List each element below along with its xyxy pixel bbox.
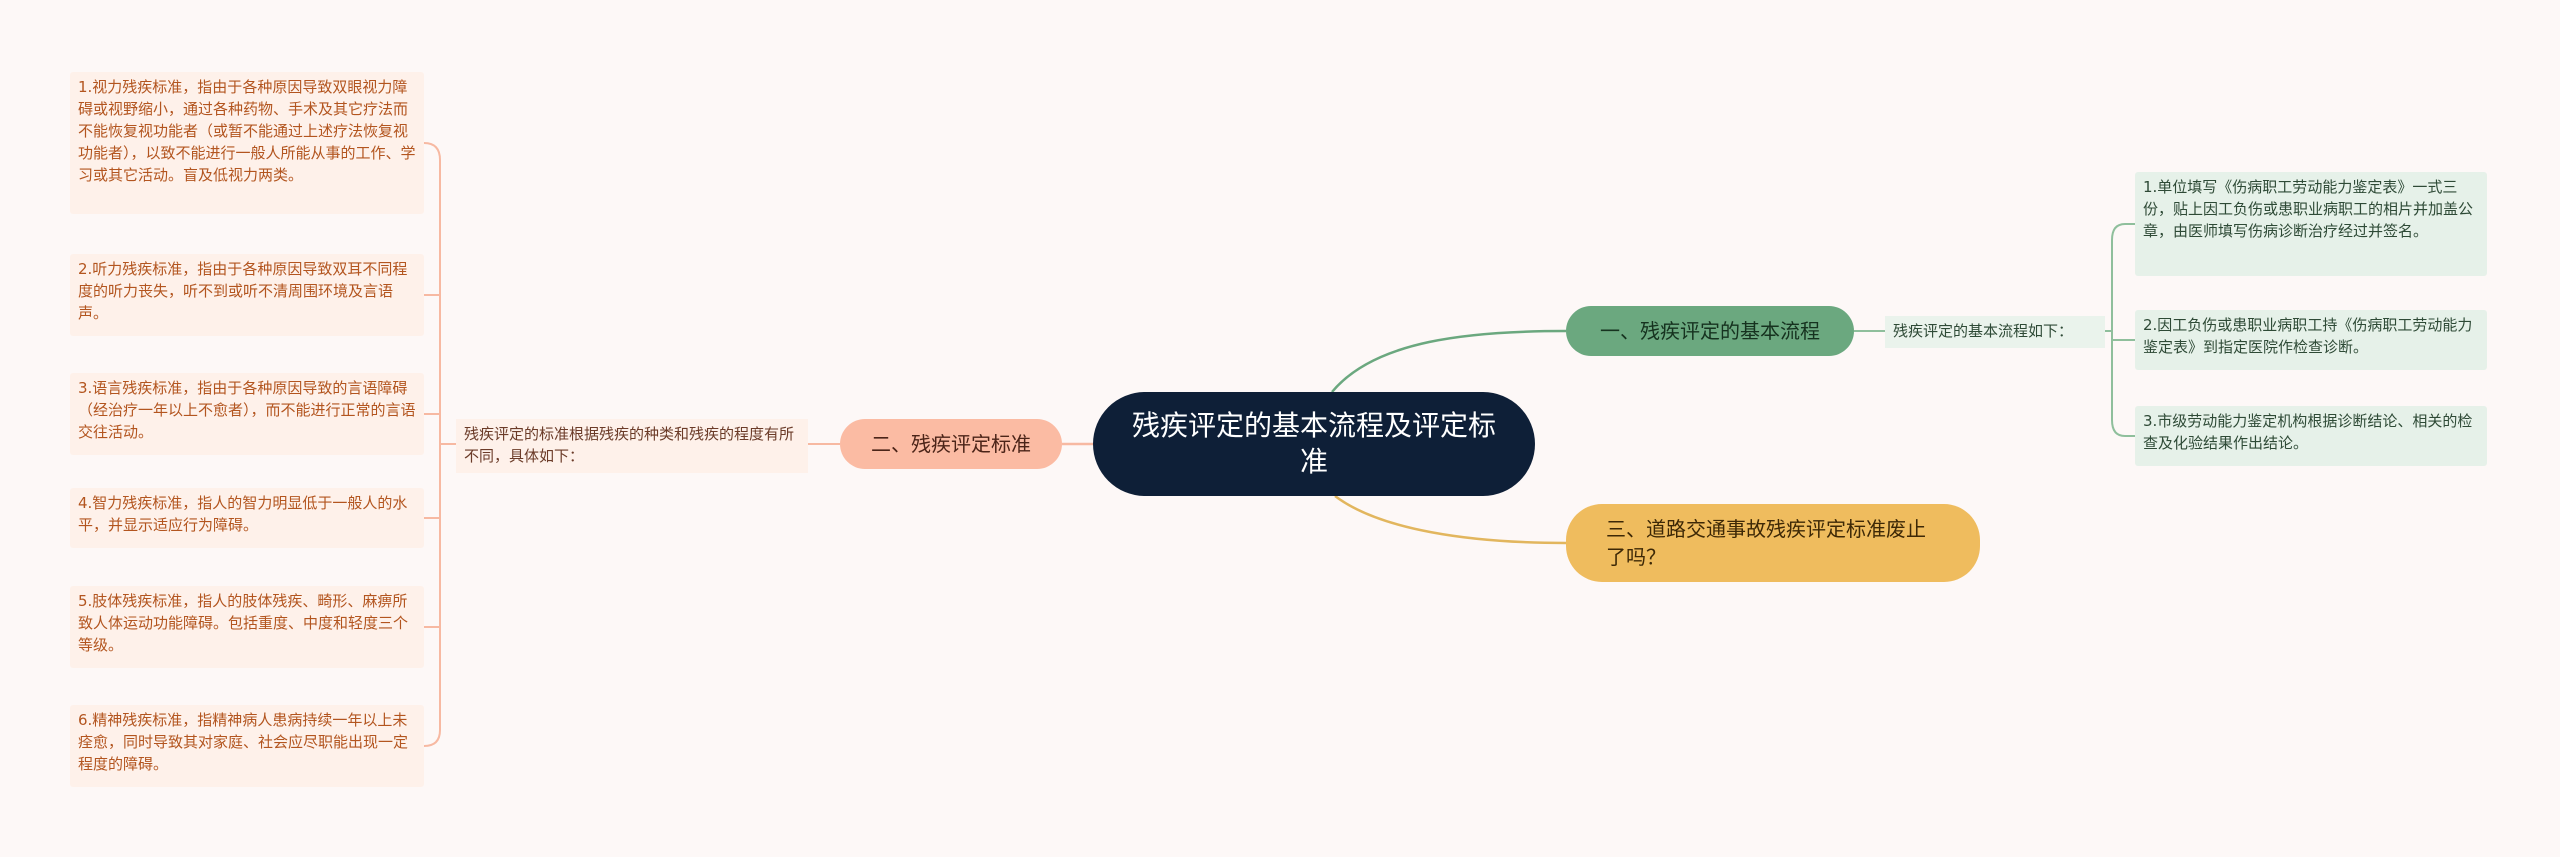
link-root-branch-1 (1331, 329, 1567, 393)
root-topic-label: 残疾评定的基本流程及评定标准 (1131, 409, 1496, 478)
branch-2-item-6[interactable]: 6.精神残疾标准，指精神病人患病持续一年以上未痊愈，同时导致其对家庭、社会应尽职… (70, 705, 424, 787)
branch-2-item-6-text: 6.精神残疾标准，指精神病人患病持续一年以上未痊愈，同时导致其对家庭、社会应尽职… (78, 711, 409, 773)
branch-3-label: 三、道路交通事故残疾评定标准废止了吗？ (1606, 517, 1926, 569)
branch-2-item-1-text: 1.视力残疾标准，指由于各种原因导致双眼视力障碍或视野缩小，通过各种药物、手术及… (78, 78, 416, 184)
branch-1-item-2[interactable]: 2.因工负伤或患职业病职工持《伤病职工劳动能力鉴定表》到指定医院作检查诊断。 (2135, 310, 2487, 370)
branch-1-topic[interactable]: 一、残疾评定的基本流程 (1566, 306, 1854, 356)
branch-2-topic[interactable]: 二、残疾评定标准 (840, 419, 1062, 469)
branch-1-item-3[interactable]: 3.市级劳动能力鉴定机构根据诊断结论、相关的检查及化验结果作出结论。 (2135, 406, 2487, 466)
branch-2-item-3-text: 3.语言残疾标准，指由于各种原因导致的言语障碍（经治疗一年以上不愈者），而不能进… (78, 379, 416, 441)
branch-1-label: 一、残疾评定的基本流程 (1600, 319, 1820, 343)
branch-1-item-3-text: 3.市级劳动能力鉴定机构根据诊断结论、相关的检查及化验结果作出结论。 (2143, 412, 2473, 452)
link-root-branch-3 (1334, 495, 1567, 545)
bracket-branch-2 (423, 142, 456, 747)
branch-2-item-4-text: 4.智力残疾标准，指人的智力明显低于一般人的水平，并显示适应行为障碍。 (78, 494, 408, 534)
branch-2-item-5-text: 5.肢体残疾标准，指人的肢体残疾、畸形、麻痹所致人体运动功能障碍。包括重度、中度… (78, 592, 409, 654)
branch-2-item-2[interactable]: 2.听力残疾标准，指由于各种原因导致双耳不同程度的听力丧失，听不到或听不清周围环… (70, 254, 424, 336)
branch-1-item-2-text: 2.因工负伤或患职业病职工持《伤病职工劳动能力鉴定表》到指定医院作检查诊断。 (2143, 316, 2473, 356)
branch-1-summary-text: 残疾评定的基本流程如下： (1893, 322, 2074, 340)
branch-2-item-2-text: 2.听力残疾标准，指由于各种原因导致双耳不同程度的听力丧失，听不到或听不清周围环… (78, 260, 408, 322)
branch-3-topic[interactable]: 三、道路交通事故残疾评定标准废止了吗？ (1566, 504, 1980, 582)
branch-1-summary[interactable]: 残疾评定的基本流程如下： (1885, 316, 2105, 348)
branch-2-summary[interactable]: 残疾评定的标准根据残疾的种类和残疾的程度有所不同，具体如下： (456, 419, 808, 473)
bracket-branch-1 (2105, 223, 2135, 437)
branch-1-item-1[interactable]: 1.单位填写《伤病职工劳动能力鉴定表》一式三份，贴上因工负伤或患职业病职工的相片… (2135, 172, 2487, 276)
branch-2-item-1[interactable]: 1.视力残疾标准，指由于各种原因导致双眼视力障碍或视野缩小，通过各种药物、手术及… (70, 72, 424, 214)
root-topic[interactable]: 残疾评定的基本流程及评定标准 (1093, 392, 1535, 496)
branch-2-summary-text: 残疾评定的标准根据残疾的种类和残疾的程度有所不同，具体如下： (464, 425, 795, 465)
branch-2-item-4[interactable]: 4.智力残疾标准，指人的智力明显低于一般人的水平，并显示适应行为障碍。 (70, 488, 424, 548)
branch-2-item-3[interactable]: 3.语言残疾标准，指由于各种原因导致的言语障碍（经治疗一年以上不愈者），而不能进… (70, 373, 424, 455)
branch-2-label: 二、残疾评定标准 (871, 432, 1031, 456)
branch-2-item-5[interactable]: 5.肢体残疾标准，指人的肢体残疾、畸形、麻痹所致人体运动功能障碍。包括重度、中度… (70, 586, 424, 668)
branch-1-item-1-text: 1.单位填写《伤病职工劳动能力鉴定表》一式三份，贴上因工负伤或患职业病职工的相片… (2143, 178, 2474, 240)
